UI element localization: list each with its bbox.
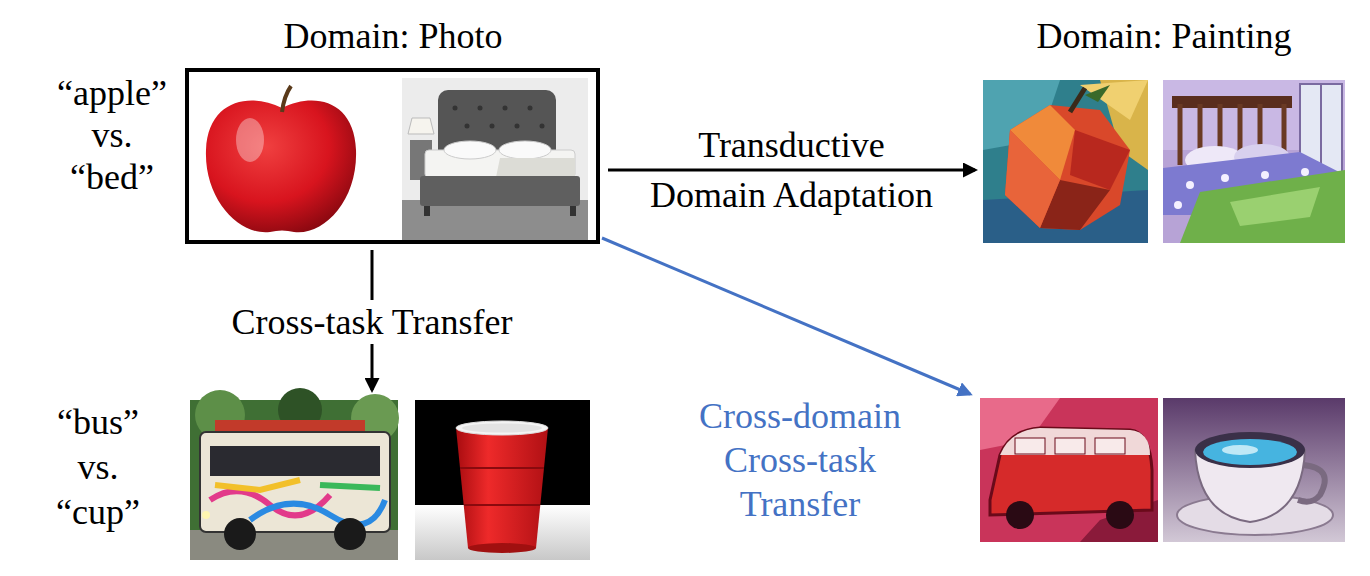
tuft bbox=[515, 124, 520, 129]
tuft bbox=[490, 124, 495, 129]
cup-water bbox=[1203, 439, 1297, 465]
domain-image-group: Domain: Painting bbox=[983, 78, 1345, 244]
painting-ground bbox=[980, 398, 1158, 542]
edge-label: Transductive Domain Adaptation bbox=[645, 120, 938, 220]
wheel bbox=[1006, 501, 1034, 529]
cup-backdrop bbox=[415, 400, 590, 560]
van-top bbox=[1000, 428, 1150, 455]
sheet-dot bbox=[1261, 171, 1269, 179]
cup-rim bbox=[456, 421, 548, 435]
bus-photo bbox=[190, 388, 399, 560]
adaptation-arrow bbox=[608, 169, 975, 172]
apple-highlight bbox=[236, 118, 264, 162]
sheet-dot bbox=[1221, 174, 1229, 182]
cup-rim bbox=[1195, 432, 1305, 468]
tuft bbox=[528, 106, 533, 111]
road bbox=[190, 530, 398, 560]
van-window bbox=[1055, 438, 1085, 454]
van-body bbox=[990, 428, 1152, 515]
bus-painting bbox=[980, 398, 1158, 542]
headlight bbox=[202, 511, 210, 519]
apple-painting bbox=[983, 80, 1148, 243]
pillow bbox=[499, 141, 551, 159]
edge-label: Cross-domain Cross-task Transfer bbox=[696, 394, 904, 526]
task-image-group: “bus” vs. “cup” bbox=[188, 398, 592, 562]
cup-inside bbox=[462, 424, 542, 433]
tuft bbox=[503, 106, 508, 111]
wheel bbox=[224, 518, 256, 550]
bed-photo bbox=[402, 78, 588, 240]
edge-label: Cross-task Transfer bbox=[221, 300, 523, 344]
cup-photo bbox=[415, 400, 590, 560]
blanket bbox=[1180, 170, 1345, 243]
bed-leg bbox=[570, 206, 576, 216]
roof-rack bbox=[215, 420, 365, 432]
tuft bbox=[465, 124, 470, 129]
blanket-light bbox=[1230, 187, 1320, 226]
bus-windows bbox=[210, 446, 380, 476]
graffiti bbox=[320, 485, 380, 488]
bar bbox=[1178, 104, 1183, 165]
domain-heading: Domain: Painting bbox=[1033, 14, 1296, 58]
bar bbox=[1282, 104, 1287, 152]
tuft bbox=[478, 106, 483, 111]
class-pair-label: “bus” vs. “cup” bbox=[53, 400, 143, 535]
apple-leaf bbox=[1085, 85, 1110, 102]
bed-base bbox=[420, 176, 580, 206]
graffiti bbox=[215, 480, 300, 490]
painting-ground bbox=[1163, 80, 1345, 243]
painting-ground bbox=[1163, 398, 1345, 542]
wheel bbox=[334, 518, 366, 550]
cup-bottom bbox=[468, 543, 536, 553]
graffiti bbox=[210, 491, 330, 515]
apple-facet bbox=[1005, 130, 1060, 228]
painting-ground bbox=[983, 80, 1148, 243]
van-window bbox=[1015, 438, 1045, 454]
bus-body bbox=[200, 432, 390, 532]
graffiti bbox=[250, 500, 385, 525]
class-pair-label: “apple” vs. “bed” bbox=[54, 72, 170, 198]
water-highlight bbox=[1222, 445, 1258, 455]
domain-heading: Domain: Photo bbox=[279, 14, 506, 58]
cross-domain-arrow bbox=[602, 238, 970, 394]
pillow bbox=[444, 141, 496, 159]
tuft bbox=[540, 124, 545, 129]
apple-shape bbox=[1005, 105, 1130, 230]
apple-stem bbox=[1070, 88, 1085, 112]
domain-image-box: Domain: Photo“apple” vs. “bed” bbox=[185, 68, 600, 244]
headboard bbox=[1172, 96, 1292, 108]
target-image-group bbox=[978, 396, 1347, 544]
sheet-dot bbox=[1186, 181, 1194, 189]
apple-photo bbox=[206, 86, 356, 232]
bed-leg bbox=[424, 206, 430, 216]
lamp-shade bbox=[408, 118, 434, 134]
sheet-dot bbox=[1174, 201, 1182, 209]
van-window bbox=[1095, 438, 1125, 454]
tuft bbox=[453, 106, 458, 111]
apple-body bbox=[206, 101, 356, 233]
apple-facet bbox=[1070, 130, 1130, 190]
window-bar bbox=[1320, 84, 1322, 174]
wheel bbox=[1106, 501, 1134, 529]
apple-stem bbox=[282, 86, 291, 112]
bed-painting bbox=[1163, 80, 1345, 243]
sheet-dot bbox=[1301, 168, 1309, 176]
cup-ridge bbox=[460, 467, 544, 469]
cup-body bbox=[456, 428, 548, 548]
cup-ridge bbox=[464, 504, 540, 506]
cup-painting bbox=[1163, 398, 1345, 542]
